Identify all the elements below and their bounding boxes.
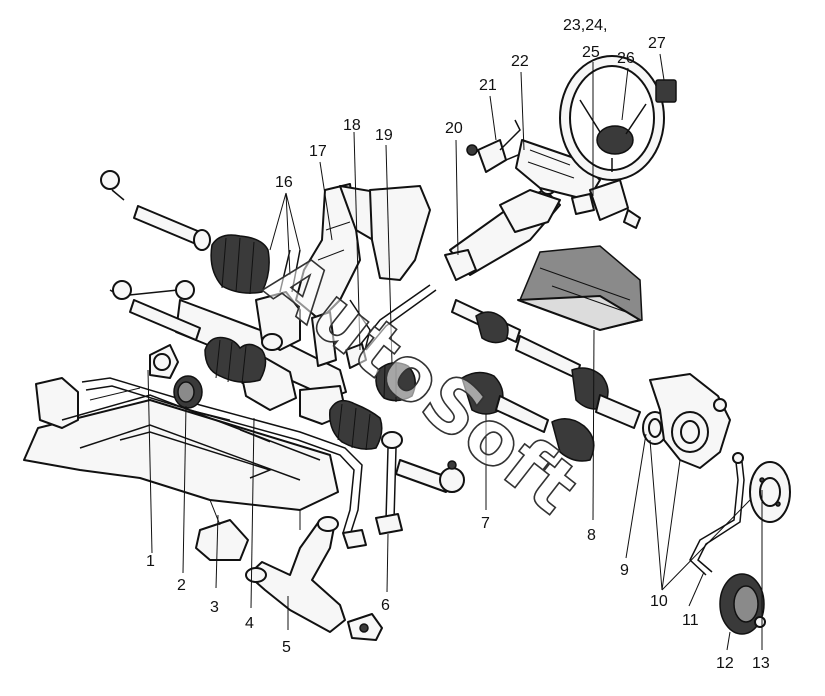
callout-9: 9 <box>620 562 629 579</box>
drive-shaft-lower <box>461 371 595 462</box>
callout-8: 8 <box>587 527 596 544</box>
callout-12: 12 <box>716 655 734 672</box>
stabilizer-bar <box>81 344 367 549</box>
front-subframe <box>23 377 339 561</box>
leader-lines <box>147 53 763 651</box>
callout-23-24: 23,24, <box>563 17 607 34</box>
callout-10: 10 <box>650 593 668 610</box>
stabilizer-link <box>375 431 403 535</box>
callout-25: 25 <box>582 44 600 61</box>
callout-3: 3 <box>210 599 219 616</box>
rack-boot-upper <box>210 234 270 295</box>
heat-shield <box>517 245 643 331</box>
connector-27 <box>655 79 677 103</box>
abs-sensor-wire <box>689 452 745 576</box>
rack-boot-left <box>204 336 267 385</box>
callout-2: 2 <box>177 577 186 594</box>
callout-labels: 1 2 3 4 5 6 7 8 9 10 11 12 13 16 17 18 1… <box>146 17 770 672</box>
callout-21: 21 <box>479 77 497 94</box>
callout-1: 1 <box>146 553 155 570</box>
drive-shaft-upper <box>451 299 641 429</box>
callout-20: 20 <box>445 120 463 137</box>
callout-17: 17 <box>309 143 327 160</box>
brake-disc <box>719 573 766 635</box>
rack-boot-right <box>329 399 383 451</box>
callout-13: 13 <box>752 655 770 672</box>
callout-18: 18 <box>343 117 361 134</box>
tie-rod-upper <box>100 170 211 251</box>
callout-22: 22 <box>511 53 529 70</box>
callout-11: 11 <box>682 612 699 629</box>
callout-7: 7 <box>481 515 490 532</box>
callout-4: 4 <box>245 615 254 632</box>
steering-knuckle <box>649 373 731 469</box>
column-boot <box>375 362 416 402</box>
callout-19: 19 <box>375 127 393 144</box>
airbag-module <box>571 179 641 229</box>
lower-control-arm <box>245 516 383 641</box>
pedal-cluster <box>345 185 431 369</box>
tie-rod-middle <box>112 280 201 341</box>
tie-rod-end-right <box>395 459 465 493</box>
callout-5: 5 <box>282 639 291 656</box>
steering-column <box>359 177 561 351</box>
steering-wheel <box>559 55 665 181</box>
callout-27: 27 <box>648 35 666 52</box>
callout-16: 16 <box>275 174 293 191</box>
rack-housing-16 <box>255 249 301 351</box>
wheel-hub <box>749 461 791 523</box>
callout-26: 26 <box>617 50 635 67</box>
callout-6: 6 <box>381 597 390 614</box>
stabilizer-bushing <box>173 375 203 409</box>
